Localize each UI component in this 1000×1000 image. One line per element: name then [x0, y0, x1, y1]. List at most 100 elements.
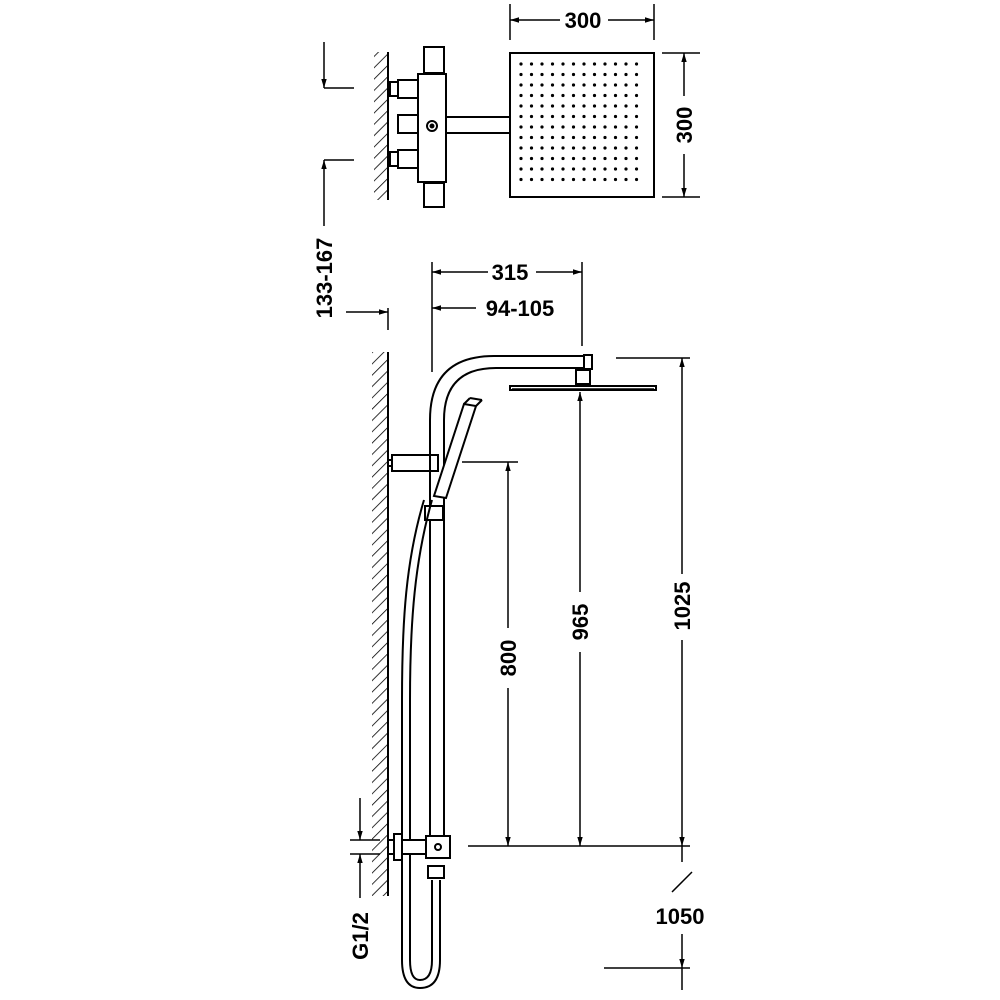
nozzle-dot: [634, 93, 639, 98]
nozzle-dot: [624, 104, 628, 108]
head-top-height-label: 1025: [670, 582, 695, 631]
shower-hose: [401, 499, 445, 990]
nozzle-dot: [603, 114, 607, 119]
nozzle-dot: [550, 125, 555, 129]
reference-lines: [462, 357, 690, 969]
nozzle-dot: [634, 62, 639, 66]
nozzle-dot: [634, 83, 639, 87]
nozzle-dot: [540, 135, 544, 140]
dim-floor-height: [671, 846, 693, 990]
nozzle-dot: [613, 177, 618, 182]
nozzle-dot: [603, 72, 607, 77]
nozzle-dot: [603, 83, 607, 87]
nozzle-dot: [529, 146, 534, 150]
nozzle-dot: [582, 125, 586, 129]
nozzle-dot: [519, 146, 523, 150]
nozzle-dot: [571, 62, 576, 66]
nozzle-dot: [603, 62, 607, 66]
nozzle-dot: [561, 167, 565, 171]
nozzle-dot: [561, 93, 565, 98]
nozzle-dot: [571, 114, 576, 119]
shower-riser: [429, 354, 593, 846]
shower-arm-top: [445, 116, 511, 134]
top-view: [374, 46, 655, 208]
nozzle-dot: [613, 146, 618, 150]
nozzle-dot: [571, 156, 576, 161]
nozzle-dot: [529, 83, 534, 87]
nozzle-dot: [592, 156, 597, 161]
nozzle-dot: [582, 167, 586, 171]
nozzle-dot: [624, 156, 628, 161]
dim-arm-reach: [431, 262, 583, 372]
nozzle-dot: [613, 72, 618, 77]
nozzle-dot: [550, 104, 555, 108]
nozzle-dot: [550, 156, 555, 161]
nozzle-dot: [529, 114, 534, 119]
wall-hatch-top: [374, 52, 388, 200]
nozzle-dot: [550, 83, 555, 87]
thread-label: G1/2: [348, 912, 373, 960]
nozzle-dot: [519, 72, 523, 77]
nozzle-dot: [592, 83, 597, 87]
nozzle-dot: [613, 114, 618, 119]
nozzle-dot: [519, 156, 523, 161]
nozzle-dot: [540, 93, 544, 98]
nozzle-dot: [540, 125, 544, 129]
nozzle-dot: [592, 125, 597, 129]
nozzle-dot: [561, 72, 565, 77]
dim-thread: [350, 798, 380, 898]
arm-bracket-label: 94-105: [486, 296, 555, 321]
nozzle-dot: [571, 177, 576, 182]
nozzle-dot: [519, 104, 523, 108]
thermostat-valve: [389, 46, 447, 208]
nozzle-dot: [582, 83, 586, 87]
nozzle-dot: [613, 135, 618, 140]
nozzle-dot: [582, 93, 586, 98]
nozzle-dot: [571, 104, 576, 108]
nozzle-dot: [529, 104, 534, 108]
nozzle-dot: [550, 167, 555, 171]
nozzle-dot: [624, 93, 628, 98]
nozzle-dot: [613, 93, 618, 98]
nozzle-dot: [603, 146, 607, 150]
nozzle-dot: [529, 93, 534, 98]
nozzle-dot: [634, 135, 639, 140]
nozzle-dot: [592, 104, 597, 108]
nozzle-dot: [529, 167, 534, 171]
nozzle-dot: [571, 125, 576, 129]
nozzle-dot: [550, 146, 555, 150]
rain-head-top: [509, 52, 655, 198]
handshower-height-label: 800: [496, 640, 521, 677]
nozzle-dot: [529, 177, 534, 182]
nozzle-dot: [540, 72, 544, 77]
nozzle-dot: [613, 104, 618, 108]
nozzle-dot: [540, 156, 544, 161]
arm-reach-label: 315: [492, 260, 529, 285]
nozzle-dot: [519, 167, 523, 171]
nozzle-dot: [624, 167, 628, 171]
lower-outlet: [387, 833, 451, 861]
nozzle-dot: [519, 114, 523, 119]
dim-head-width: [509, 4, 655, 40]
nozzle-dot: [582, 146, 586, 150]
floor-height-label: 1050: [656, 904, 705, 929]
nozzle-dot: [561, 156, 565, 161]
nozzle-dot: [519, 135, 523, 140]
nozzle-dot: [603, 167, 607, 171]
nozzle-dot: [540, 104, 544, 108]
nozzle-dot: [561, 135, 565, 140]
nozzle-dot: [550, 135, 555, 140]
nozzle-dot: [519, 177, 523, 182]
nozzle-dot: [592, 72, 597, 77]
nozzle-dot: [634, 125, 639, 129]
upper-wall-bracket: [387, 454, 439, 472]
nozzle-dot: [603, 156, 607, 161]
nozzle-dot: [592, 167, 597, 171]
wall-hatch-side: [372, 352, 388, 896]
nozzle-dot: [582, 156, 586, 161]
rain-head-side: [509, 385, 657, 391]
nozzle-dot: [561, 62, 565, 66]
nozzle-dot: [592, 93, 597, 98]
nozzle-dot: [624, 177, 628, 182]
